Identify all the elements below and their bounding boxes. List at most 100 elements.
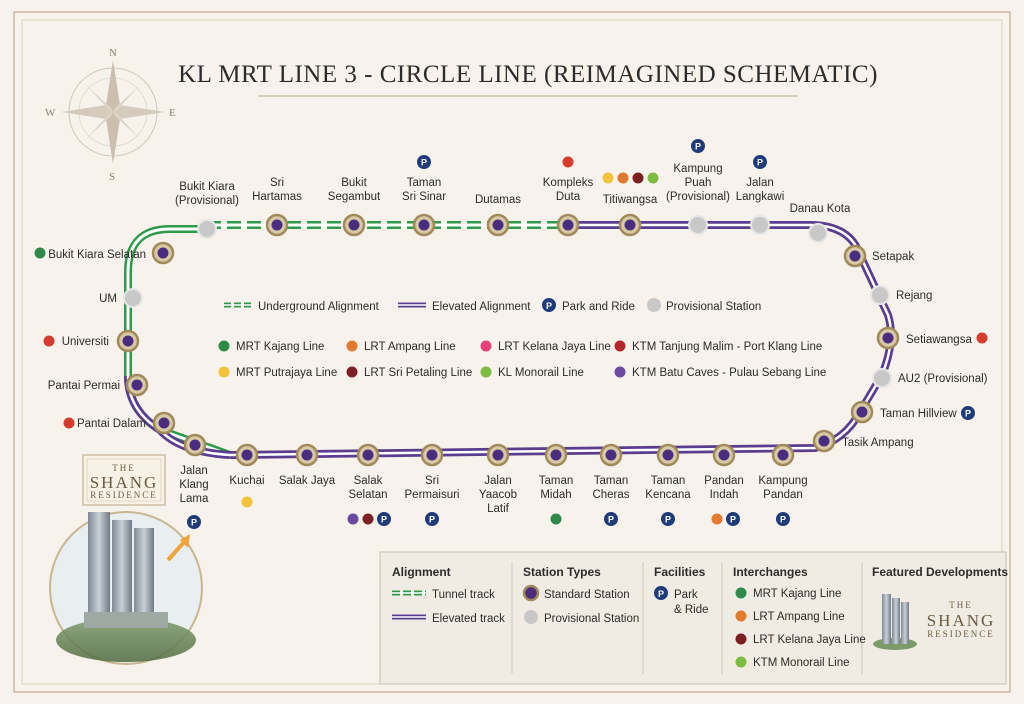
interchange-dot [711,513,723,525]
station-marker [418,219,430,231]
station-label: Lama [180,493,209,505]
station-marker [492,449,504,461]
station-label: AU2 (Provisional) [898,373,988,385]
interchange-dot [63,417,75,429]
station-bukit-kiara-selatan[interactable]: Bukit Kiara Selatan [34,241,175,265]
line-legend-label: MRT Putrajaya Line [236,367,337,379]
legend-standard: Standard Station [544,589,630,601]
station-um[interactable]: UM [99,288,143,308]
elevated-track [229,221,895,459]
parkride-icon [691,139,705,153]
standard-station-icon [522,584,540,602]
station-setapak[interactable]: Setapak [843,244,914,268]
parkride-label: Park and Ride [562,301,635,313]
line-legend-item: LRT Ampang Line [346,340,456,353]
legend-interchanges-title: Interchanges [733,565,808,579]
station-label: Taman [407,177,442,189]
station-setiawangsa[interactable]: Setiawangsa [876,326,988,350]
station-bukit-kiara[interactable]: Bukit Kiara(Provisional) [175,181,239,239]
station-label: Taman [651,475,686,487]
station-pantai-permai[interactable]: Pantai Permai [48,373,149,397]
station-marker [301,449,313,461]
line-color-dot [218,366,230,378]
line-legend-item: LRT Sri Petaling Line [346,366,472,379]
station-label: Pandan [763,489,803,501]
interchange-dot [632,172,644,184]
parkride-icon [542,298,556,312]
station-kuchai[interactable]: Kuchai [229,443,265,508]
station-tasik-ampang[interactable]: Tasik Ampang [812,429,914,453]
thumb-tower-3 [901,602,909,644]
compass-e: E [169,107,176,119]
interchange-dot [976,332,988,344]
legend-parkride-icon [654,586,668,600]
station-danau-kota[interactable]: Danau Kota [790,203,851,243]
station-pantai-dalam[interactable]: Pantai Dalam [63,411,176,435]
station-label: Latif [487,503,510,515]
featured-the: THE [949,600,973,610]
station-label: Universiti [62,336,109,348]
line-legend-item: MRT Putrajaya Line [218,366,337,379]
compass-w: W [45,107,56,119]
station-label: Setapak [872,251,914,263]
station-titiwangsa[interactable]: Titiwangsa [602,172,659,237]
station-marker [158,417,170,429]
station-marker [856,406,868,418]
line-legend-label: LRT Sri Petaling Line [364,367,472,379]
compass-n: N [109,47,117,59]
interchange-dot [562,156,574,168]
station-au2[interactable]: AU2 (Provisional) [872,368,988,388]
legend-alignment-title: Alignment [392,565,451,579]
legend-provisional: Provisional Station [544,613,639,625]
line-legend-item: KL Monorail Line [480,366,584,379]
parkride-icon [753,155,767,169]
station-label: Jalan [746,177,774,189]
station-marker [624,219,636,231]
line-legend-item: LRT Kelana Jaya Line [480,340,611,353]
station-marker [605,449,617,461]
provisional-station-marker [750,215,770,235]
parkride-glyph: P [965,409,971,419]
image-greenery [56,618,196,662]
outer-frame [13,11,1011,693]
station-label: (Provisional) [666,191,730,203]
station-label: Langkawi [736,191,785,203]
shang-sub: RESIDENCE [90,490,158,500]
interchange-dot [602,172,614,184]
station-dutamas[interactable]: Dutamas [475,194,521,237]
station-marker [849,250,861,262]
station-marker [550,449,562,461]
station-universiti[interactable]: Universiti [43,329,140,353]
station-marker [157,247,169,259]
legend-interchange-item: LRT Kelana Jaya Line [735,633,866,646]
station-marker [777,449,789,461]
legend-facilities-title: Facilities [654,565,706,579]
track [124,221,895,459]
provisional-station-marker [688,215,708,235]
station-rejang[interactable]: Rejang [870,285,932,305]
station-marker [131,379,143,391]
shang-the: THE [112,463,136,473]
station-marker [718,449,730,461]
legend-panel: Alignment Tunnel track Elevated track St… [379,551,1008,685]
featured-name: SHANG [927,611,996,630]
legend-interchange-item: LRT Ampang Line [735,610,845,623]
station-salak-jaya[interactable]: Salak Jaya [279,443,336,487]
